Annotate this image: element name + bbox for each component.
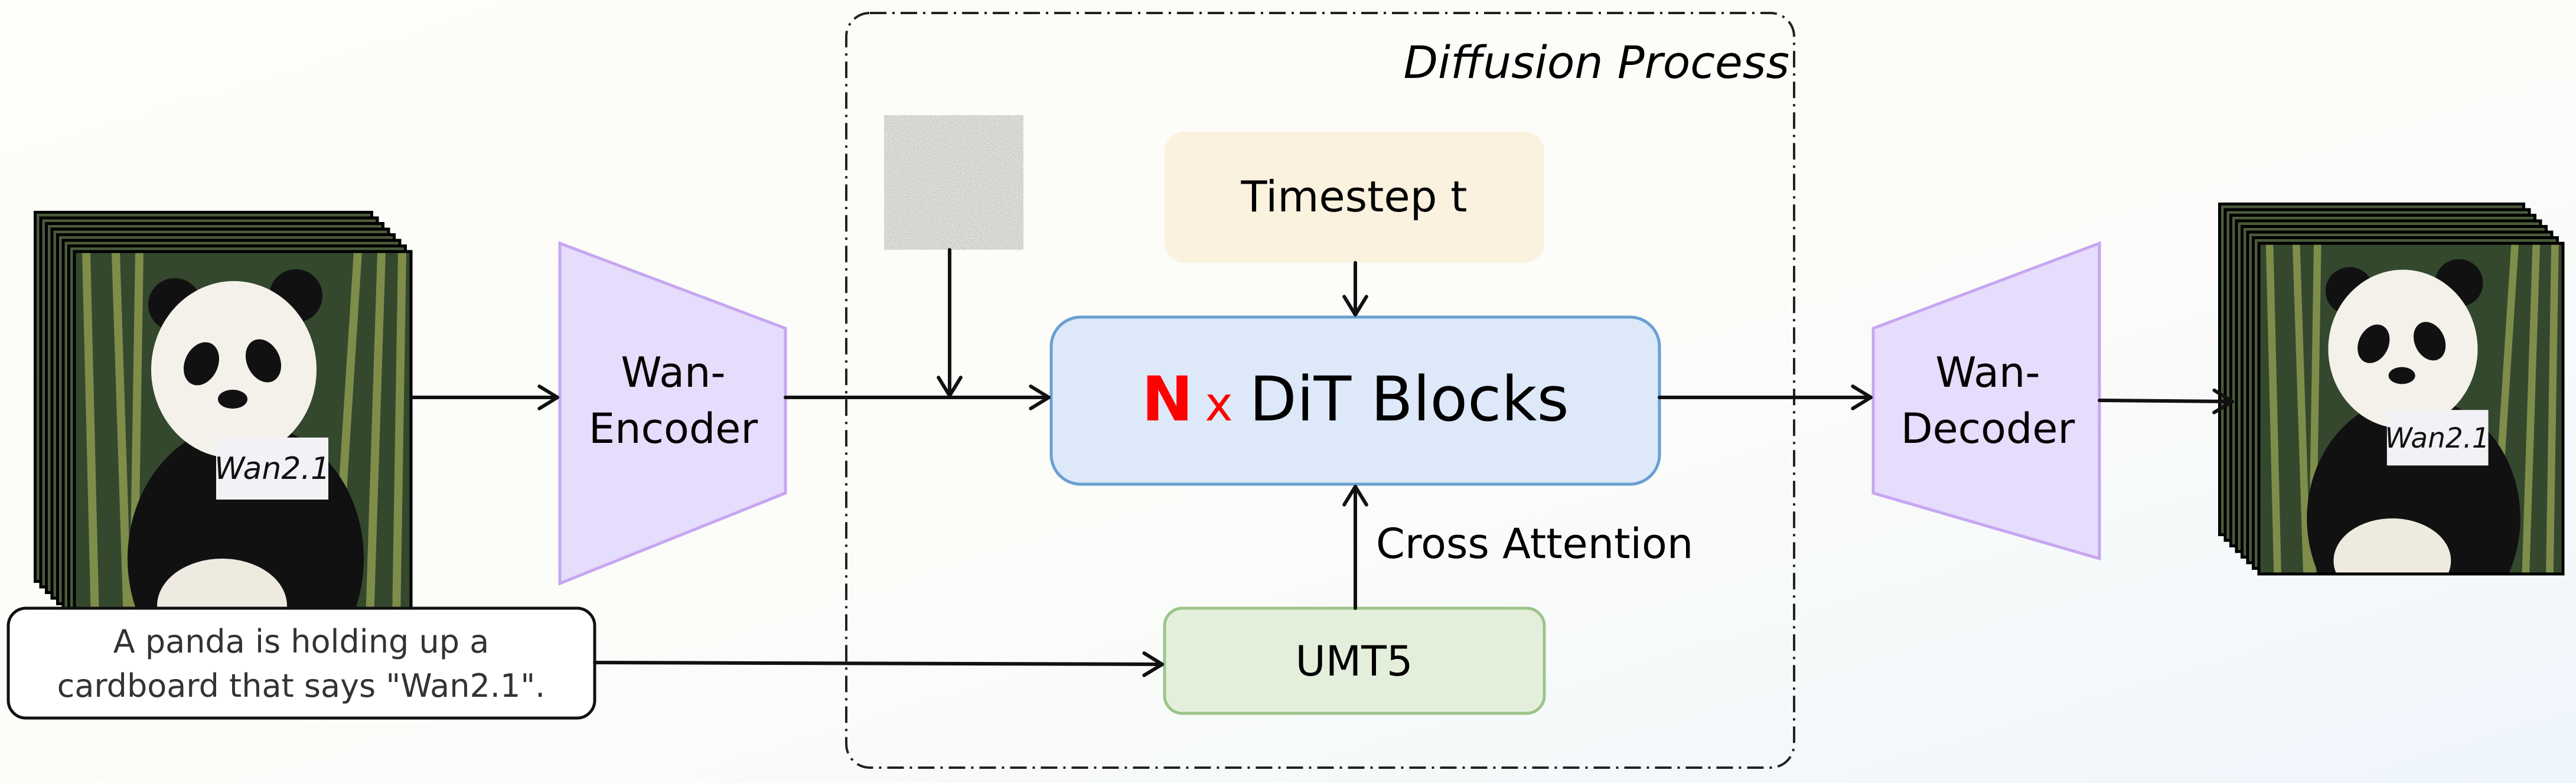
output-panda-sign-text: Wan2.1 <box>2385 422 2489 455</box>
arrow-decoder-to-output <box>2098 399 2234 403</box>
arrow-prompt-to-umt5-head-icon <box>1142 651 1164 677</box>
diffusion-process-boundary <box>845 12 1795 769</box>
noise-latent-image <box>884 115 1023 250</box>
input-panda-sign-text: Wan2.1 <box>214 451 330 487</box>
dit-count-n: N <box>1142 363 1193 435</box>
umt5-label: UMT5 <box>1296 637 1413 686</box>
arrow-dit-to-decoder-head-icon <box>1851 384 1873 410</box>
dit-times-x: x <box>1205 377 1232 432</box>
arrow-umt5-to-dit-head-icon <box>1342 485 1368 507</box>
output-frame-front-frame-border <box>2257 242 2565 576</box>
text-prompt-line-1: A panda is holding up a <box>113 623 490 660</box>
dit-blocks-text: DiT Blocks <box>1250 363 1569 435</box>
decoder-label-line-1: Wan- <box>1935 348 2040 397</box>
timestep-label: Timestep t <box>1240 172 1467 221</box>
diffusion-process-label: Diffusion Process <box>1404 36 1790 89</box>
timestep-block <box>1165 132 1544 263</box>
text-prompt-line-2: cardboard that says "Wan2.1". <box>57 667 546 704</box>
arrow-noise-down-head-icon <box>937 376 963 397</box>
arrow-timestep-to-dit-head-icon <box>1342 295 1368 317</box>
arrow-input-to-encoder-head-icon <box>537 384 559 410</box>
arrow-prompt-to-umt5 <box>593 661 1164 666</box>
cross-attention-label: Cross Attention <box>1376 520 1693 568</box>
wan-encoder-block <box>558 241 787 586</box>
encoder-label-line-1: Wan- <box>621 348 725 397</box>
output-video-frames <box>2218 203 2565 641</box>
decoder-label-line-2: Decoder <box>1901 404 2075 453</box>
dit-blocks <box>1049 315 1661 486</box>
wan-decoder-block <box>1871 241 2101 561</box>
encoder-label-line-2: Encoder <box>589 404 758 453</box>
arrow-latent-to-dit-head-icon <box>1029 384 1051 410</box>
arrow-decoder-to-output-head-icon <box>2212 388 2234 415</box>
input-video-frames <box>34 211 412 695</box>
